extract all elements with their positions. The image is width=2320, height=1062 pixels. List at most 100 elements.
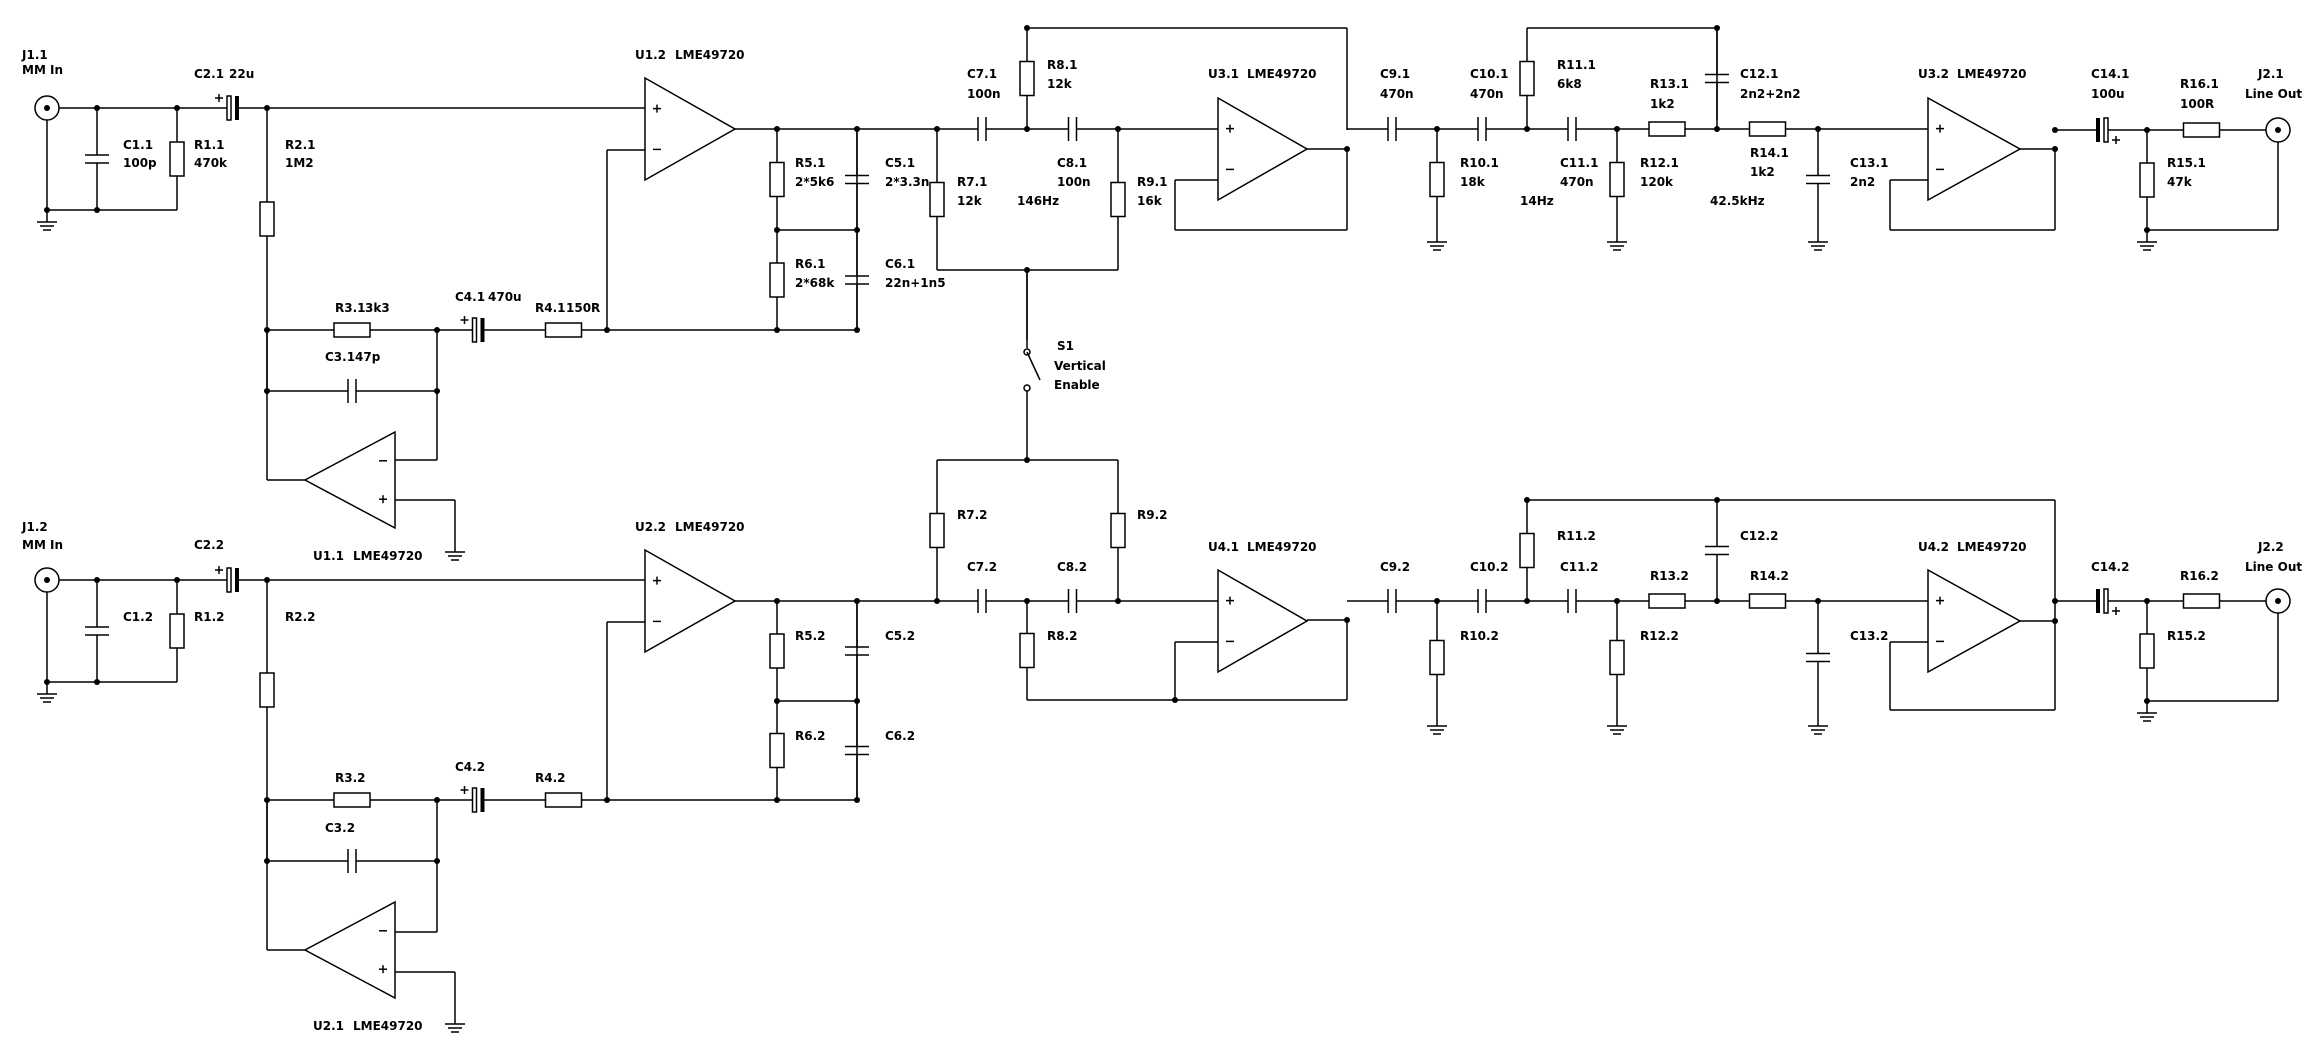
junction-dot <box>94 577 100 583</box>
label-c11-2: C11.2 <box>1560 560 1598 574</box>
label-r14-1v: 1k2 <box>1750 165 1775 179</box>
junction-dot <box>774 327 780 333</box>
label-r4-1v: 150R <box>566 301 600 315</box>
label-r11-1: R11.1 <box>1557 58 1596 72</box>
label-r1-1v: 470k <box>194 156 228 170</box>
ground-symbol <box>1427 241 1447 251</box>
junction-dot <box>264 105 270 111</box>
label-c3-1v: 47p <box>355 350 381 364</box>
junction-dot <box>1024 598 1030 604</box>
junction-dot <box>174 577 180 583</box>
junction-dot <box>2144 698 2150 704</box>
capacitor <box>347 379 357 403</box>
label-c6-1: C6.1 <box>885 257 915 271</box>
label-r9-1: R9.1 <box>1137 175 1168 189</box>
label-c11-1: C11.1 <box>1560 156 1598 170</box>
resistor <box>1110 512 1126 549</box>
label-r6-2: R6.2 <box>795 729 826 743</box>
op-amp <box>1927 568 2022 674</box>
label-c8-1: C8.1 <box>1057 156 1087 170</box>
junction-dot <box>94 207 100 213</box>
label-j2-2: J2.2 <box>2257 540 2284 554</box>
label-r5-1: R5.1 <box>795 156 826 170</box>
label-u4-1v: LME49720 <box>1247 540 1317 554</box>
label-r10-2: R10.2 <box>1460 629 1499 643</box>
capacitor <box>1387 117 1397 141</box>
label-r3-1: R3.1 <box>335 301 366 315</box>
resistor <box>1019 632 1035 669</box>
junction-dot <box>2144 127 2150 133</box>
label-r10-1: R10.1 <box>1460 156 1499 170</box>
resistor <box>769 161 785 198</box>
label-c1-1: C1.1 <box>123 138 153 152</box>
label-u4-1: U4.1 <box>1208 540 1239 554</box>
resistor <box>1648 121 1686 137</box>
junction-dot <box>2052 146 2058 152</box>
label-c6-2: C6.2 <box>885 729 915 743</box>
junction-dot <box>854 126 860 132</box>
label-c5-1v: 2*3.3n <box>885 175 929 189</box>
junction-dot <box>2052 618 2058 624</box>
label-j2-2v: Line Out <box>2245 560 2302 574</box>
label-r8-1: R8.1 <box>1047 58 1078 72</box>
label-c9-1: C9.1 <box>1380 67 1410 81</box>
label-c12-2: C12.2 <box>1740 529 1778 543</box>
junction-dot <box>1434 598 1440 604</box>
label-c8-2: C8.2 <box>1057 560 1087 574</box>
junction-dot <box>1714 126 1720 132</box>
label-r11-2: R11.2 <box>1557 529 1596 543</box>
junction-dot <box>264 577 270 583</box>
label-c13-1v: 2n2 <box>1850 175 1875 189</box>
switch-contact <box>1023 384 1031 392</box>
junction-dot <box>434 797 440 803</box>
junction-dot <box>1815 598 1821 604</box>
label-c1-2: C1.2 <box>123 610 153 624</box>
label-c1-1v: 100p <box>123 156 157 170</box>
label-r8-2: R8.2 <box>1047 629 1078 643</box>
label-r15-1: R15.1 <box>2167 156 2206 170</box>
label-u3-1: U3.1 <box>1208 67 1239 81</box>
capacitor <box>1705 545 1729 556</box>
junction-dot <box>44 207 50 213</box>
junction-dot <box>1434 126 1440 132</box>
resistor <box>259 201 275 237</box>
label-s1v1: Vertical <box>1054 359 1106 373</box>
junction-dot <box>1714 25 1720 31</box>
label-c3-2: C3.2 <box>325 821 355 835</box>
label-r7-1: R7.1 <box>957 175 988 189</box>
label-r14-1: R14.1 <box>1750 146 1789 160</box>
resistor <box>1748 121 1787 137</box>
label-r2-1v: 1M2 <box>285 156 314 170</box>
junction-dot <box>1714 497 1720 503</box>
junction-dot <box>934 598 940 604</box>
junction-dot <box>264 327 270 333</box>
capacitor <box>347 849 357 873</box>
label-c10-1: C10.1 <box>1470 67 1508 81</box>
label-u3-2: U3.2 <box>1918 67 1949 81</box>
label-j1-1: J1.1 <box>21 48 48 62</box>
junction-dot <box>854 227 860 233</box>
capacitor <box>85 154 109 164</box>
label-c7-1: C7.1 <box>967 67 997 81</box>
op-amp <box>303 900 396 1000</box>
capacitor <box>1477 589 1487 613</box>
label-r6-1: R6.1 <box>795 257 826 271</box>
resistor <box>769 732 785 769</box>
label-c12-1v: 2n2+2n2 <box>1740 87 1801 101</box>
rca-jack <box>34 95 60 121</box>
resistor <box>1110 181 1126 218</box>
label-u1-2: U1.2 <box>635 48 666 62</box>
label-c14-1v: 100u <box>2091 87 2125 101</box>
label-j1-1v: MM In <box>22 63 63 77</box>
junction-dot <box>1524 126 1530 132</box>
ground-symbol <box>2137 712 2157 722</box>
label-s1: S1 <box>1057 339 1074 353</box>
label-f146: 146Hz <box>1017 194 1059 208</box>
resistor <box>544 322 583 338</box>
label-r16-2: R16.2 <box>2180 569 2219 583</box>
ground-symbol <box>37 693 57 703</box>
resistor <box>169 613 185 649</box>
components <box>34 60 2291 1033</box>
resistor <box>2182 593 2221 609</box>
